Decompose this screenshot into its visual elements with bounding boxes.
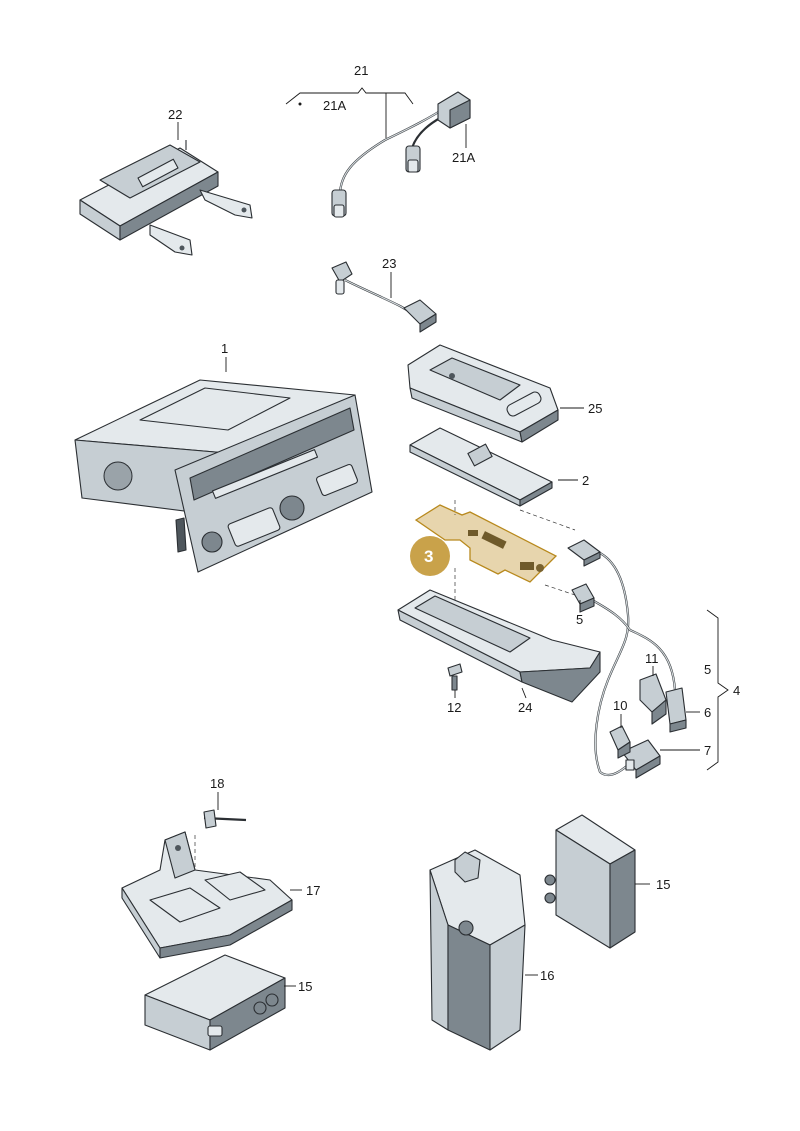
callout-15-lower: 15 [298,979,312,994]
callout-21a-right: 21A [452,150,475,165]
callout-7: 7 [704,743,711,758]
callout-10: 10 [613,698,627,713]
callout-21a-left: 21A [323,98,346,113]
callout-12: 12 [447,700,461,715]
part-15-module-right[interactable] [544,814,636,949]
callout-2: 2 [582,473,589,488]
part-12-screw[interactable] [447,663,463,691]
callout-labels: 22 21 21A 21A 23 1 25 2 3 5 12 24 11 5 4… [168,63,740,994]
part-15-module-lower[interactable] [144,954,286,1051]
callout-4: 4 [733,683,740,698]
callout-23: 23 [382,256,396,271]
part-10-clip[interactable] [609,725,631,759]
part-2-plate[interactable] [409,427,553,507]
part-16-holder[interactable] [429,849,526,1051]
part-4-wiring-harness[interactable] [567,539,687,779]
callout-24: 24 [518,700,532,715]
callout-15-right: 15 [656,877,670,892]
part-21-antenna-cable[interactable] [331,91,471,218]
callout-18: 18 [210,776,224,791]
part-23-cable[interactable] [331,261,437,333]
callout-3-marker [410,536,450,576]
part-11-clip[interactable] [639,673,667,725]
part-17-bracket[interactable] [121,831,293,959]
part-24-tray[interactable] [397,589,601,703]
callout-5-lower: 5 [576,612,583,627]
callout-22: 22 [168,107,182,122]
callout-25: 25 [588,401,602,416]
callout-5-right: 5 [704,662,711,677]
callout-21: 21 [354,63,368,78]
callout-1: 1 [221,341,228,356]
part-25-cover[interactable] [407,344,559,443]
callout-6: 6 [704,705,711,720]
part-18-pin[interactable] [203,809,247,829]
part-1-radio-unit[interactable] [74,379,373,573]
part-22-control-unit[interactable] [79,140,253,256]
alignment-lines [194,500,576,870]
callout-16: 16 [540,968,554,983]
callout-11: 11 [645,651,659,666]
leader-lines [177,87,729,987]
callout-3: 3 [424,547,433,566]
callout-17: 17 [306,883,320,898]
part-3-circuit-board[interactable] [414,504,558,583]
